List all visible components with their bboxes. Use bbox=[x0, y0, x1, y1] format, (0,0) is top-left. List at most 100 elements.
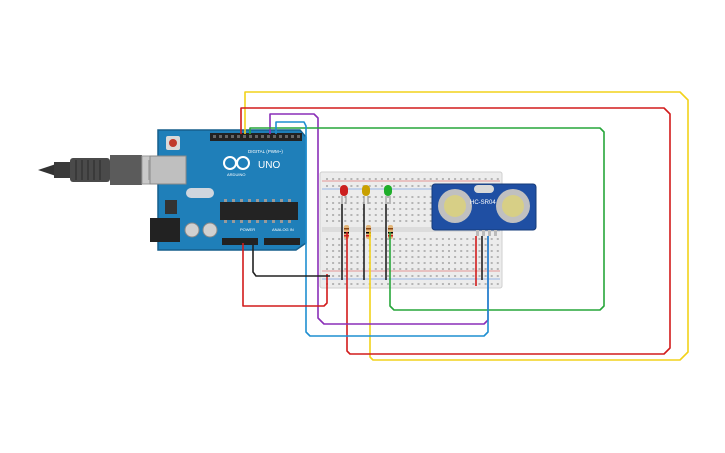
breadboard-hole bbox=[429, 185, 432, 187]
breadboard-hole bbox=[356, 208, 359, 210]
breadboard-hole bbox=[441, 244, 444, 246]
breadboard-hole bbox=[496, 178, 499, 180]
breadboard-hole bbox=[478, 262, 481, 264]
breadboard-hole bbox=[472, 250, 475, 252]
breadboard-hole bbox=[454, 262, 457, 264]
breadboard-hole bbox=[478, 178, 481, 180]
breadboard-hole bbox=[466, 244, 469, 246]
wire-blue[interactable] bbox=[275, 121, 489, 337]
breadboard-hole bbox=[344, 250, 347, 252]
breadboard-hole bbox=[326, 208, 328, 210]
breadboard-hole bbox=[344, 244, 347, 246]
breadboard-hole bbox=[356, 244, 359, 246]
breadboard-hole bbox=[417, 208, 420, 210]
breadboard-hole bbox=[448, 178, 450, 180]
breadboard-hole bbox=[332, 202, 335, 204]
breadboard-hole bbox=[393, 250, 396, 252]
breadboard-hole bbox=[326, 262, 328, 264]
breadboard-hole bbox=[350, 283, 353, 285]
wire-red-trig[interactable] bbox=[240, 107, 671, 355]
breadboard-hole bbox=[417, 220, 420, 222]
wire-yellow[interactable] bbox=[244, 91, 689, 361]
breadboard-hole bbox=[466, 262, 469, 264]
breadboard-hole bbox=[344, 196, 347, 198]
arduino-uno-board[interactable]: DIGITAL (PWM~) UNO ARDUINO POWER ANALOG … bbox=[149, 129, 307, 251]
breadboard-hole bbox=[423, 178, 426, 180]
breadboard-hole bbox=[338, 250, 341, 252]
breadboard-hole bbox=[374, 250, 377, 252]
breadboard-hole bbox=[393, 283, 396, 285]
breadboard-hole bbox=[338, 202, 341, 204]
breadboard-hole bbox=[454, 268, 457, 270]
breadboard-hole bbox=[374, 268, 377, 270]
breadboard-hole bbox=[387, 262, 389, 264]
breadboard-hole bbox=[344, 220, 347, 222]
breadboard-hole bbox=[350, 214, 353, 216]
breadboard-hole bbox=[466, 275, 469, 277]
breadboard-hole bbox=[472, 275, 475, 277]
breadboard-hole bbox=[417, 275, 420, 277]
breadboard-hole bbox=[460, 275, 463, 277]
breadboard-hole bbox=[393, 214, 396, 216]
breadboard-hole bbox=[338, 220, 341, 222]
breadboard-hole bbox=[350, 185, 353, 187]
breadboard-hole bbox=[356, 202, 359, 204]
breadboard-hole bbox=[417, 214, 420, 216]
breadboard-hole bbox=[466, 178, 469, 180]
atmega-chip bbox=[220, 202, 298, 220]
breadboard-hole bbox=[466, 268, 469, 270]
breadboard-hole bbox=[490, 250, 493, 252]
breadboard-hole bbox=[399, 283, 402, 285]
led-red[interactable] bbox=[340, 185, 348, 204]
led-yellow[interactable] bbox=[362, 185, 370, 204]
power-header[interactable] bbox=[222, 238, 258, 245]
breadboard-hole bbox=[454, 250, 457, 252]
breadboard-hole bbox=[460, 238, 463, 240]
breadboard-hole bbox=[417, 178, 420, 180]
breadboard-hole bbox=[326, 202, 328, 204]
breadboard-hole bbox=[393, 185, 396, 187]
breadboard-hole bbox=[448, 262, 450, 264]
breadboard-hole bbox=[435, 268, 438, 270]
breadboard-hole bbox=[478, 283, 481, 285]
breadboard-hole bbox=[417, 250, 420, 252]
analog-header[interactable] bbox=[264, 238, 300, 245]
wire-green[interactable] bbox=[249, 127, 605, 311]
breadboard-hole bbox=[344, 262, 347, 264]
breadboard-hole bbox=[380, 262, 383, 264]
breadboard-hole bbox=[429, 238, 432, 240]
breadboard-hole bbox=[338, 196, 341, 198]
breadboard-hole bbox=[435, 256, 438, 258]
breadboard-hole bbox=[472, 283, 475, 285]
breadboard-hole bbox=[472, 244, 475, 246]
breadboard-hole bbox=[423, 220, 426, 222]
wire-purple[interactable] bbox=[269, 113, 489, 325]
breadboard-hole bbox=[374, 208, 377, 210]
breadboard-hole bbox=[429, 178, 432, 180]
ultrasonic-sensor[interactable]: HC-SR04 bbox=[431, 183, 537, 236]
breadboard-hole bbox=[417, 185, 420, 187]
breadboard-hole bbox=[326, 238, 328, 240]
wire-black-gnd[interactable] bbox=[252, 243, 330, 277]
breadboard-hole bbox=[405, 220, 408, 222]
wire-red-power[interactable] bbox=[242, 243, 328, 307]
breadboard-hole bbox=[411, 275, 414, 277]
breadboard-hole bbox=[435, 275, 438, 277]
breadboard-hole bbox=[411, 250, 414, 252]
breadboard-hole bbox=[435, 178, 438, 180]
breadboard-hole bbox=[484, 262, 487, 264]
breadboard-hole bbox=[448, 283, 450, 285]
breadboard-hole bbox=[387, 238, 389, 240]
breadboard-hole bbox=[393, 256, 396, 258]
breadboard-hole bbox=[374, 202, 377, 204]
led-green[interactable] bbox=[384, 185, 392, 204]
breadboard-hole bbox=[356, 238, 359, 240]
breadboard-hole bbox=[490, 238, 493, 240]
breadboard-hole bbox=[435, 250, 438, 252]
breadboard-hole bbox=[496, 275, 499, 277]
breadboard-hole bbox=[466, 256, 469, 258]
breadboard-hole bbox=[484, 268, 487, 270]
breadboard-hole bbox=[393, 268, 396, 270]
breadboard-hole bbox=[326, 250, 328, 252]
